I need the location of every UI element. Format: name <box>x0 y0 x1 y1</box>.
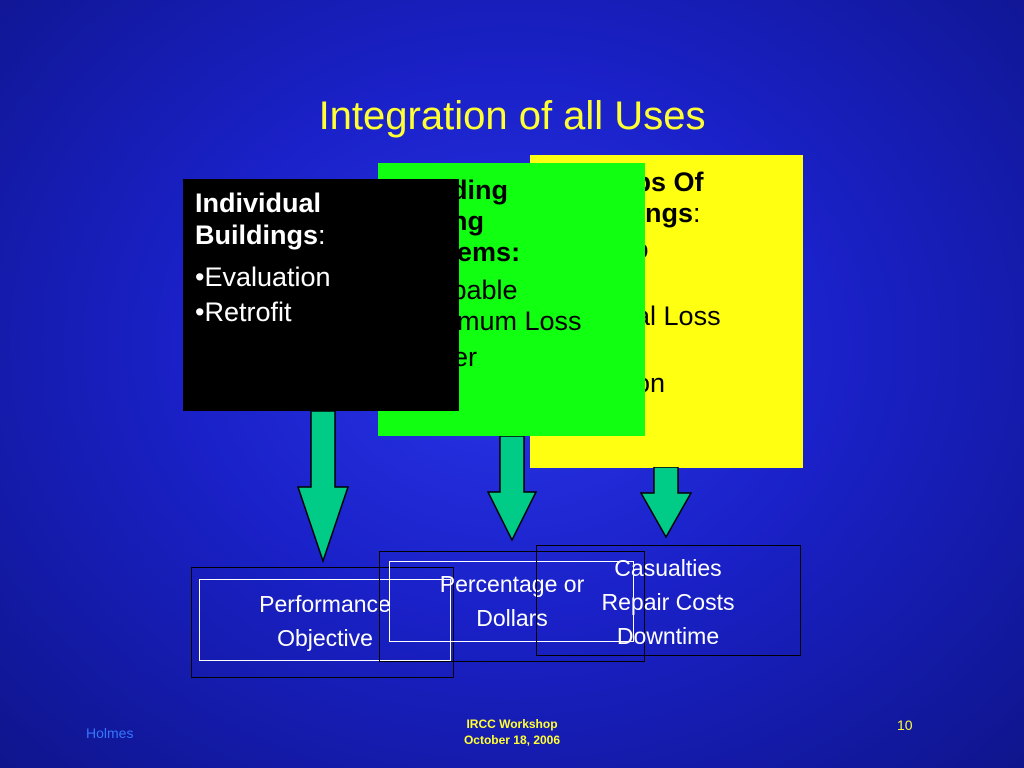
slide-title: Integration of all Uses <box>318 94 706 138</box>
casualties-line: Repair Costs <box>601 589 735 615</box>
footer-event-date: October 18, 2006 <box>463 733 561 747</box>
performance-objective-outer-frame <box>191 567 454 678</box>
down-arrow-icon <box>487 436 537 542</box>
individual-buildings-box: Individual Buildings: •Evaluation •Retro… <box>183 179 459 411</box>
casualties-text: Casualties Repair Costs Downtime <box>548 551 788 653</box>
performance-objective-line: Performance <box>259 591 391 617</box>
down-arrow-icon <box>640 467 692 539</box>
percentage-dollars-text: Percentage or Dollars <box>392 567 632 635</box>
casualties-line: Casualties <box>614 555 722 581</box>
footer-author: Holmes <box>86 725 134 741</box>
black-box-item: •Evaluation <box>195 261 331 292</box>
black-box-item: •Retrofit <box>195 296 292 327</box>
casualties-outer-frame <box>536 545 801 656</box>
performance-objective-inner-frame <box>199 579 451 661</box>
black-box-heading-line2: Buildings: <box>195 220 326 251</box>
performance-objective-line: Objective <box>277 625 373 651</box>
performance-objective-text: Performance Objective <box>205 587 445 655</box>
percentage-dollars-inner-frame <box>389 561 634 642</box>
footer-event-name: IRCC Workshop <box>466 717 558 731</box>
casualties-line: Downtime <box>616 623 720 649</box>
percentage-dollars-line: Percentage or <box>439 571 585 597</box>
footer-event: IRCC Workshop October 18, 2006 <box>412 716 612 748</box>
percentage-dollars-outer-frame <box>379 551 645 662</box>
footer-page-number: 10 <box>897 717 913 733</box>
black-box-heading-line1: Individual <box>195 188 322 218</box>
percentage-dollars-line: Dollars <box>476 605 548 631</box>
down-arrow-icon <box>297 411 349 563</box>
